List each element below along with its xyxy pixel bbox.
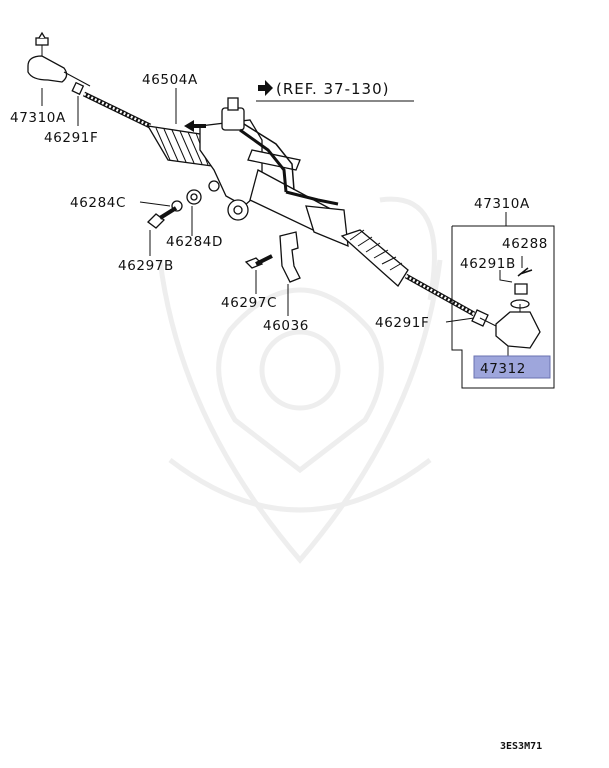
reference-note[interactable]: (REF. 37-130): [256, 80, 414, 102]
bellows-boot-right: [340, 229, 409, 287]
tie-rod-end-group-box: [451, 225, 555, 389]
part-label[interactable]: 46291F: [375, 315, 429, 331]
part-label[interactable]: 46284C: [70, 195, 126, 211]
part-label[interactable]: 46291F: [44, 130, 98, 146]
watermark-emblem: [157, 196, 443, 564]
mount-bolt-left: [147, 189, 202, 229]
lock-nut-left: [71, 81, 85, 96]
reference-text: (REF. 37-130): [276, 80, 390, 98]
part-label[interactable]: 46284D: [166, 234, 223, 250]
tie-rod-end-left: [27, 31, 91, 87]
diagram-code: 3ES3M71: [500, 741, 542, 752]
steering-rack-assembly: [27, 31, 489, 327]
direction-arrow-icon: [184, 120, 206, 132]
inner-tie-rod-left: [82, 91, 152, 129]
part-labels: 47310A 46291F 46504A 46284C 46284D 46297…: [10, 72, 551, 379]
highlight-box: [473, 355, 551, 379]
leader-lines: [41, 88, 523, 358]
part-label[interactable]: 46288: [502, 236, 548, 252]
right-arrow-icon: [258, 80, 273, 96]
part-label[interactable]: 46297B: [118, 258, 174, 274]
part-label[interactable]: 46036: [263, 318, 309, 334]
rack-clamp: [244, 231, 301, 283]
cotter-pin: [517, 267, 533, 277]
rack-tube: [247, 149, 349, 248]
tie-rod-end-right: [479, 304, 541, 349]
part-label[interactable]: 47310A: [10, 110, 66, 126]
part-label[interactable]: 46297C: [221, 295, 277, 311]
castle-nut: [514, 283, 528, 295]
hydraulic-lines: [239, 123, 339, 206]
part-label-highlighted[interactable]: 47312: [480, 361, 526, 377]
part-label[interactable]: 46291B: [460, 256, 516, 272]
inner-tie-rod-right: [404, 273, 476, 317]
part-label[interactable]: 47310A: [474, 196, 530, 212]
gear-housing: [199, 97, 263, 221]
part-label[interactable]: 46504A: [142, 72, 198, 88]
